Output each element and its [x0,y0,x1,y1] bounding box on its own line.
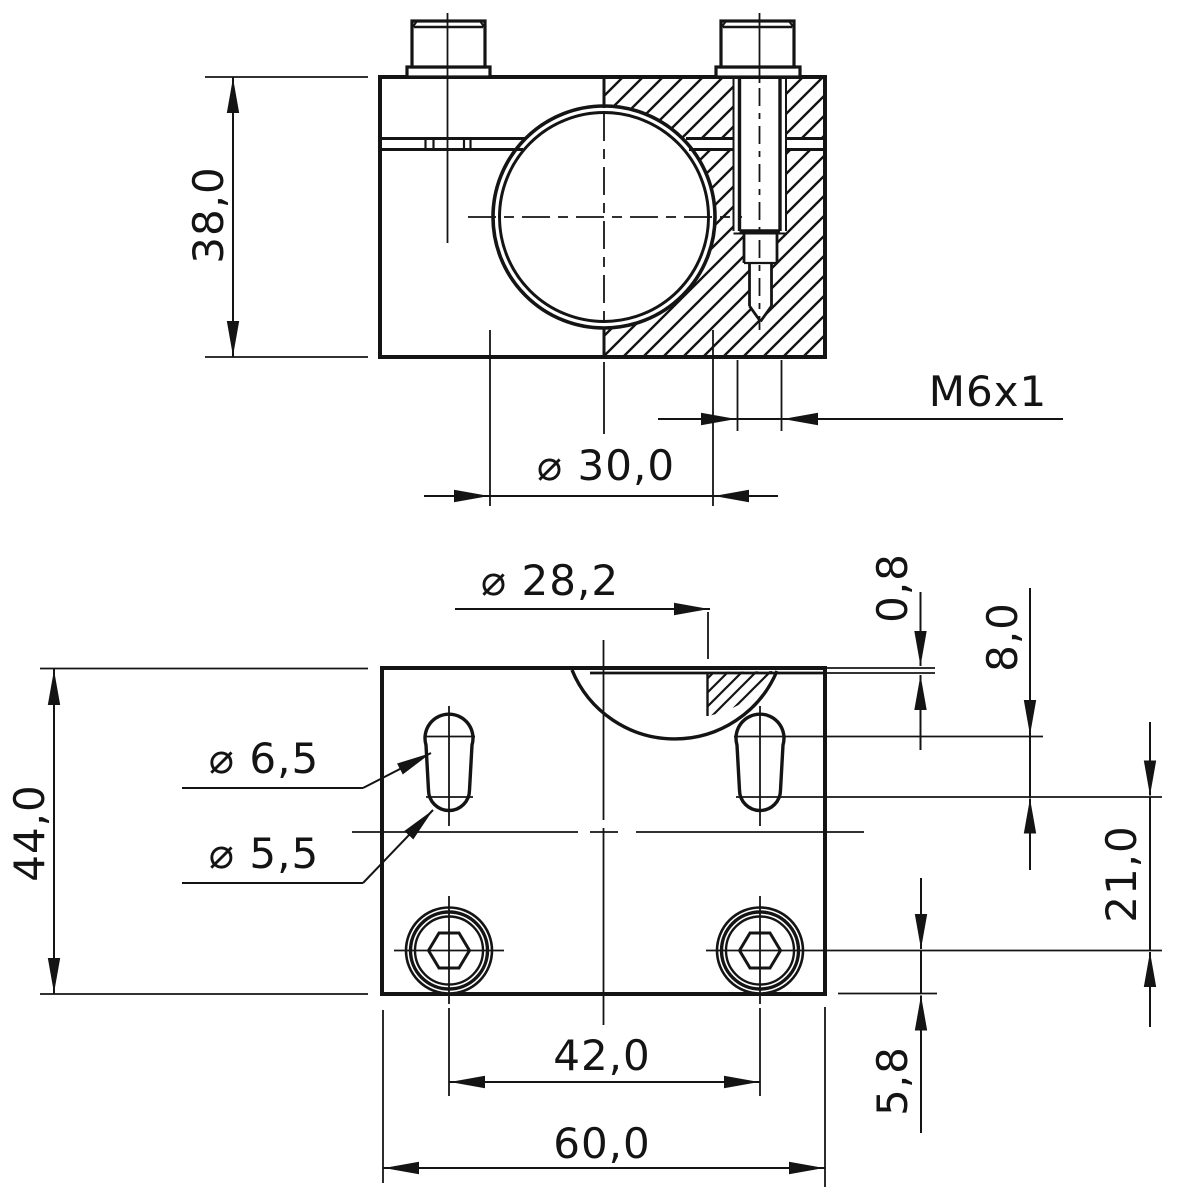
bore-centerlines [468,113,742,434]
dim-slot-pitch-label: 8,0 [978,602,1027,672]
dim-plate-height-label: 44,0 [5,784,54,882]
bottom-view-centerlines [352,640,1162,1025]
clamp-split-slot [380,137,824,151]
sphere-pocket-arc [570,669,779,741]
dim-screw-line-offset-label: 21,0 [1097,825,1146,923]
dim-screw-edge-offset-label: 5,8 [868,1046,917,1116]
dimension-lines [40,76,1157,1187]
dim-front-height-label: 38,0 [184,166,233,264]
clamp-bolt-right [714,13,802,330]
bottom-view [352,640,1162,1025]
dim-slot-upper-dia-label: ⌀ 6,5 [208,734,320,783]
dim-thread-callout-label: M6x1 [928,367,1048,416]
front-view [378,13,827,434]
dim-sphere-diameter-label: ⌀ 28,2 [480,556,620,605]
clamp-bolt-left [405,13,492,243]
wedge-hatch [707,671,777,716]
dim-screw-spacing-label: 42,0 [553,1031,651,1080]
dim-bore-diameter-label: ⌀ 30,0 [536,441,676,490]
dim-slot-lower-dia-label: ⌀ 5,5 [208,829,320,878]
dim-recess-depth-label: 0,8 [868,553,917,623]
dim-plate-width-label: 60,0 [553,1119,651,1168]
